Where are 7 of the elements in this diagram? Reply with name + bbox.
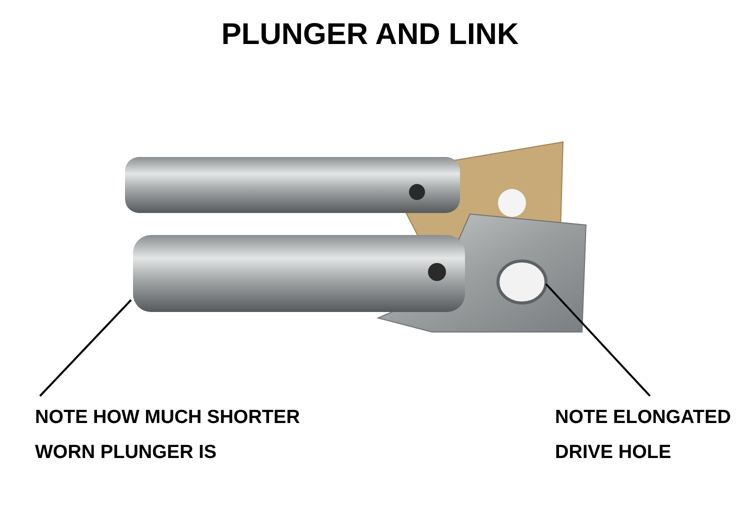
drive-hole — [496, 260, 548, 304]
leader-line — [545, 283, 651, 397]
leader-line — [39, 299, 132, 397]
annotation-note: NOTE ELONGATED DRIVE HOLE — [555, 400, 735, 470]
plunger-drawing — [133, 235, 465, 312]
annotation-note: NOTE HOW MUCH SHORTER WORN PLUNGER IS — [35, 400, 365, 470]
title: PLUNGER AND LINK — [220, 18, 520, 52]
